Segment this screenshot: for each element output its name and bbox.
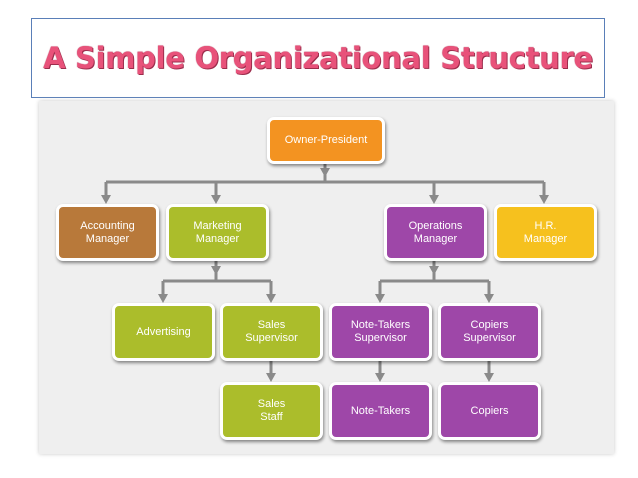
arrowhead-icon — [211, 266, 221, 275]
org-chart-panel: Owner-President Accounting Manager Marke… — [39, 101, 614, 454]
node-copiers-supervisor: Copiers Supervisor — [438, 303, 541, 361]
arrowhead-icon — [429, 195, 439, 204]
arrowhead-icon — [375, 294, 385, 303]
node-copiers: Copiers — [438, 382, 541, 440]
node-owner-president: Owner-President — [267, 117, 385, 164]
arrowhead-icon — [266, 373, 276, 382]
arrowhead-icon — [484, 373, 494, 382]
arrowhead-icon — [320, 168, 330, 177]
node-marketing-manager: Marketing Manager — [166, 204, 269, 261]
node-note-takers: Note-Takers — [329, 382, 432, 440]
arrowhead-icon — [429, 266, 439, 275]
title-box: A Simple Organizational Structure — [31, 18, 605, 98]
arrowhead-icon — [484, 294, 494, 303]
node-accounting-manager: Accounting Manager — [56, 204, 159, 261]
node-note-takers-supervisor: Note-Takers Supervisor — [329, 303, 432, 361]
page-title: A Simple Organizational Structure — [43, 41, 593, 75]
arrowhead-icon — [101, 195, 111, 204]
node-sales-staff: Sales Staff — [220, 382, 323, 440]
node-operations-manager: Operations Manager — [384, 204, 487, 261]
node-advertising: Advertising — [112, 303, 215, 361]
arrowhead-icon — [211, 195, 221, 204]
arrowhead-icon — [539, 195, 549, 204]
arrowhead-icon — [266, 294, 276, 303]
node-sales-supervisor: Sales Supervisor — [220, 303, 323, 361]
arrowhead-icon — [158, 294, 168, 303]
arrowhead-icon — [375, 373, 385, 382]
node-hr-manager: H.R. Manager — [494, 204, 597, 261]
connector-lines — [101, 164, 549, 382]
